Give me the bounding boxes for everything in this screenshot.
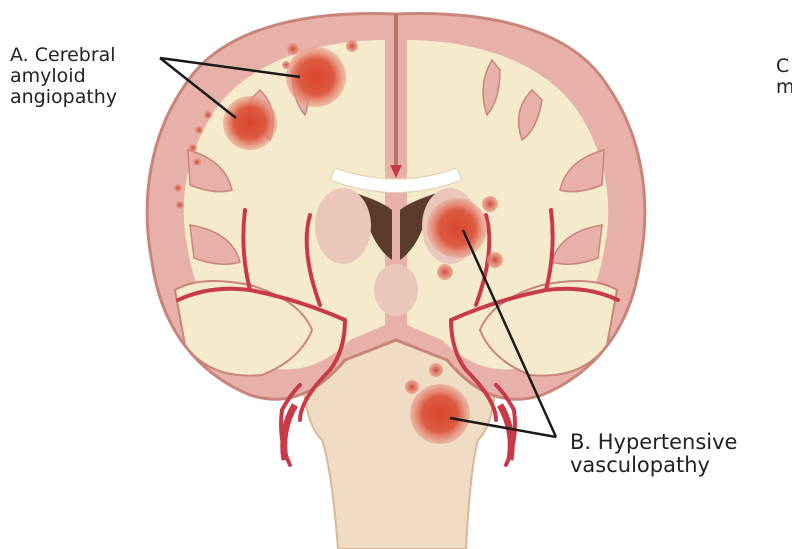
label-c-line2: m: [776, 77, 792, 98]
label-a-line3: angiopathy: [10, 87, 117, 108]
label-b-line2: vasculopathy: [570, 454, 737, 477]
label-hypertensive-vasculopathy: B. Hypertensive vasculopathy: [570, 431, 737, 477]
label-c-partial: C m: [776, 56, 792, 98]
deep-hemorrhage-basal-ganglia: [427, 198, 487, 258]
thalamus: [374, 264, 418, 316]
label-b-line1: B. Hypertensive: [570, 431, 737, 454]
lobar-hemorrhage-2: [223, 96, 277, 150]
label-cerebral-amyloid-angiopathy: A. Cerebral amyloid angiopathy: [10, 45, 117, 108]
label-c-line1: C: [776, 56, 792, 77]
label-a-line1: A. Cerebral: [10, 45, 117, 66]
basal-ganglia-left: [315, 188, 371, 264]
deep-hemorrhage-brainstem: [410, 384, 470, 444]
label-a-line2: amyloid: [10, 66, 117, 87]
